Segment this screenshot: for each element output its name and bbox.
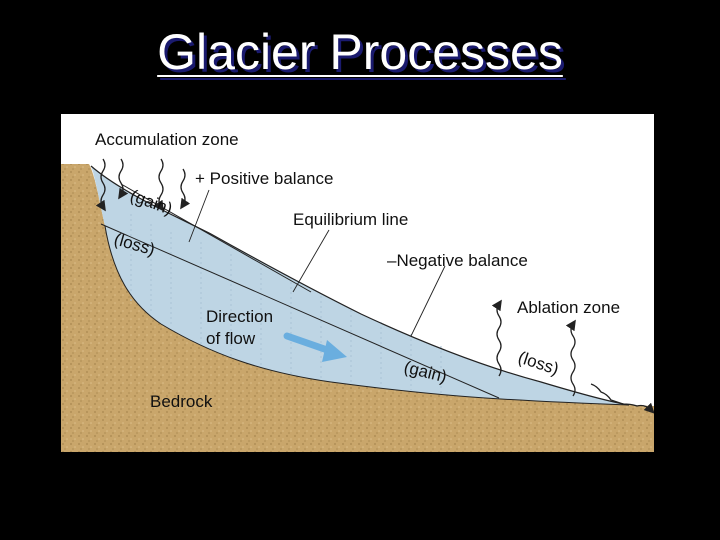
balance-divider-line <box>120 183 312 293</box>
ablation-zone-label: Ablation zone <box>517 298 620 317</box>
glacier-diagram-svg: Accumulation zone + Positive balance Equ… <box>61 114 654 452</box>
upper-flowline <box>100 223 500 399</box>
snowfall-arrows <box>95 158 191 212</box>
glacier-ice <box>91 166 629 405</box>
bedrock-terrain <box>61 164 654 452</box>
negative-balance-label: –Negative balance <box>387 251 528 270</box>
glacier-diagram: Accumulation zone + Positive balance Equ… <box>61 114 654 452</box>
positive-balance-label: + Positive balance <box>195 169 333 188</box>
negative-balance-pointer <box>410 265 446 337</box>
ice-flow-streaks <box>130 214 442 393</box>
equilibrium-line-label: Equilibrium line <box>293 210 408 229</box>
bedrock-label: Bedrock <box>150 392 213 411</box>
positive-balance-pointer <box>188 189 210 243</box>
accumulation-zone-label: Accumulation zone <box>95 130 239 149</box>
direction-of-flow-label-line2: of flow <box>206 329 256 348</box>
flow-direction-arrow <box>283 332 347 362</box>
glacier-base-line <box>104 225 630 406</box>
melting-arrows <box>491 299 654 414</box>
slide-title: Glacier Processes <box>157 24 563 80</box>
glacier-surface-line <box>90 165 630 406</box>
equilibrium-line-pointer <box>292 229 330 293</box>
direction-of-flow-label-line1: Direction <box>206 307 273 326</box>
